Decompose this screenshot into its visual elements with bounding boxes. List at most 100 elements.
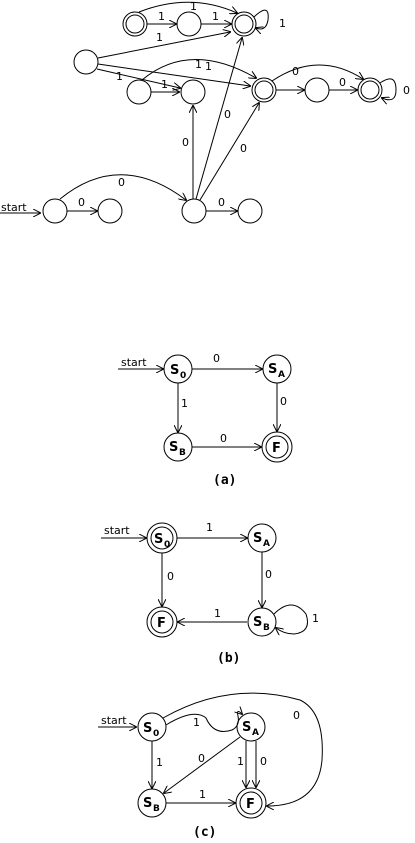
c-edge-s0-sA — [165, 711, 242, 732]
a-state-f-inner — [265, 435, 289, 459]
c-edge-s0-f-arc — [162, 692, 323, 806]
c-state-sB-sub: B — [153, 804, 160, 814]
diagram-b: start S 0 S A F S B 1 0 0 1 1 (b) — [101, 521, 319, 666]
top-state-r2 — [304, 77, 330, 103]
top-edge-label: 0 — [218, 196, 225, 209]
a-state-s0-label: S — [170, 363, 179, 378]
b-state-sB — [247, 607, 277, 637]
c-state-s0-sub: 0 — [153, 729, 159, 739]
top-edge-label: 0 — [339, 76, 346, 89]
b-state-f-label: F — [157, 616, 166, 631]
top-state-b4 — [237, 198, 263, 224]
top-state-t1-inner — [125, 14, 145, 34]
top-edge-label: 1 — [116, 70, 123, 83]
top-edge-label: 1 — [156, 31, 163, 44]
top-edge-l-m2 — [96, 68, 180, 88]
top-edge-label: 1 — [158, 10, 165, 23]
diagram-a: start S 0 S A S B F 0 1 0 0 (a) — [118, 352, 293, 488]
b-state-s0-sub: 0 — [164, 540, 170, 550]
top-state-b1 — [42, 198, 68, 224]
top-diagram: start 0 0 0 0 0 0 1 — [0, 0, 410, 224]
c-state-sA-label: S — [242, 720, 251, 735]
top-edge-m1-r1 — [141, 59, 256, 81]
b-edge-s0-f-label: 0 — [167, 570, 174, 583]
top-state-r1-inner — [254, 80, 274, 100]
top-edge-t1-t3 — [138, 1, 237, 13]
c-edge-s0-sB-label: 1 — [156, 756, 163, 769]
c-edge-sA-sB-label: 0 — [198, 752, 205, 765]
b-state-sA-sub: A — [263, 539, 270, 549]
c-start-label: start — [101, 714, 127, 727]
top-edge-label: 0 — [118, 176, 125, 189]
top-edge-b3-r1 — [199, 103, 259, 201]
top-state-t2 — [176, 11, 202, 37]
c-state-sA-sub: A — [252, 728, 259, 738]
top-state-b3 — [181, 198, 207, 224]
top-edge-l-t3 — [97, 32, 230, 59]
b-edge-s0-sA-label: 1 — [206, 521, 213, 534]
a-caption: (a) — [213, 473, 236, 488]
top-edge-label: 0 — [403, 84, 410, 97]
a-state-sB-sub: B — [179, 448, 186, 458]
top-state-t3-inner — [234, 14, 254, 34]
top-edge-label: 1 — [190, 0, 197, 13]
b-edge-sB-f-label: 1 — [214, 607, 221, 620]
c-caption: (c) — [193, 825, 216, 840]
top-state-l — [73, 49, 99, 75]
top-loop-t3 — [253, 9, 269, 29]
top-loop-r3 — [379, 78, 397, 100]
top-edge-label: 0 — [240, 142, 247, 155]
a-state-sA-sub: A — [278, 370, 285, 380]
top-edge-l-r1 — [97, 63, 250, 86]
top-state-r3-inner — [360, 80, 380, 100]
b-state-sB-label: S — [253, 615, 262, 630]
c-state-sA — [236, 712, 266, 742]
top-state-b2 — [97, 198, 123, 224]
b-loop-sB — [273, 604, 308, 634]
c-edge-sB-f-label: 1 — [199, 788, 206, 801]
top-state-m1 — [126, 79, 152, 105]
c-state-f-label: F — [246, 797, 255, 812]
b-caption: (b) — [217, 651, 240, 666]
a-state-s0-sub: 0 — [180, 371, 186, 381]
top-edge-label: 1 — [205, 60, 212, 73]
c-edge-s0-f-arc-label: 0 — [293, 709, 300, 722]
a-edge-s0-sB-label: 1 — [181, 397, 188, 410]
c-edge-sA-sB — [164, 736, 241, 793]
b-loop-sB-label: 1 — [312, 612, 319, 625]
a-state-sB-label: S — [169, 440, 178, 455]
top-edge-r1-r3 — [271, 64, 363, 82]
a-edge-sA-f-label: 0 — [280, 395, 287, 408]
diagram-c: start S 0 S A S B F 1 1 0 1 0 0 1 (c) — [98, 692, 323, 840]
c-state-f-inner — [239, 791, 263, 815]
top-edge-label: 1 — [195, 58, 202, 71]
b-start-label: start — [104, 524, 130, 537]
b-state-s0-inner — [150, 526, 174, 550]
top-start-label: start — [1, 201, 27, 214]
top-edge-b3-t3 — [195, 38, 242, 200]
a-edge-sB-f-label: 0 — [220, 432, 227, 445]
a-state-sA-label: S — [268, 362, 277, 377]
c-edge-sA-f-0-label: 0 — [260, 755, 267, 768]
b-state-f-inner — [150, 610, 174, 634]
top-edge-label: 0 — [292, 65, 299, 78]
b-state-sA-label: S — [253, 531, 262, 546]
b-state-s0-label: S — [154, 532, 163, 547]
c-edge-sA-f-1-label: 1 — [237, 755, 244, 768]
top-edge-label: 0 — [224, 108, 231, 121]
top-state-m2 — [180, 79, 206, 105]
b-edge-sA-sB-label: 0 — [265, 568, 272, 581]
top-edge-b1-b3 — [59, 174, 186, 200]
a-start-label: start — [121, 356, 147, 369]
top-edge-label: 1 — [161, 78, 168, 91]
a-state-f-label: F — [272, 441, 281, 456]
c-state-sB-label: S — [143, 796, 152, 811]
c-state-s0-label: S — [143, 721, 152, 736]
top-edge-label: 1 — [279, 17, 286, 30]
a-edge-s0-sA-label: 0 — [213, 352, 220, 365]
top-edge-label: 0 — [78, 196, 85, 209]
top-edge-label: 0 — [182, 136, 189, 149]
c-edge-s0-sA-label: 1 — [193, 716, 200, 729]
b-state-sB-sub: B — [263, 623, 270, 633]
